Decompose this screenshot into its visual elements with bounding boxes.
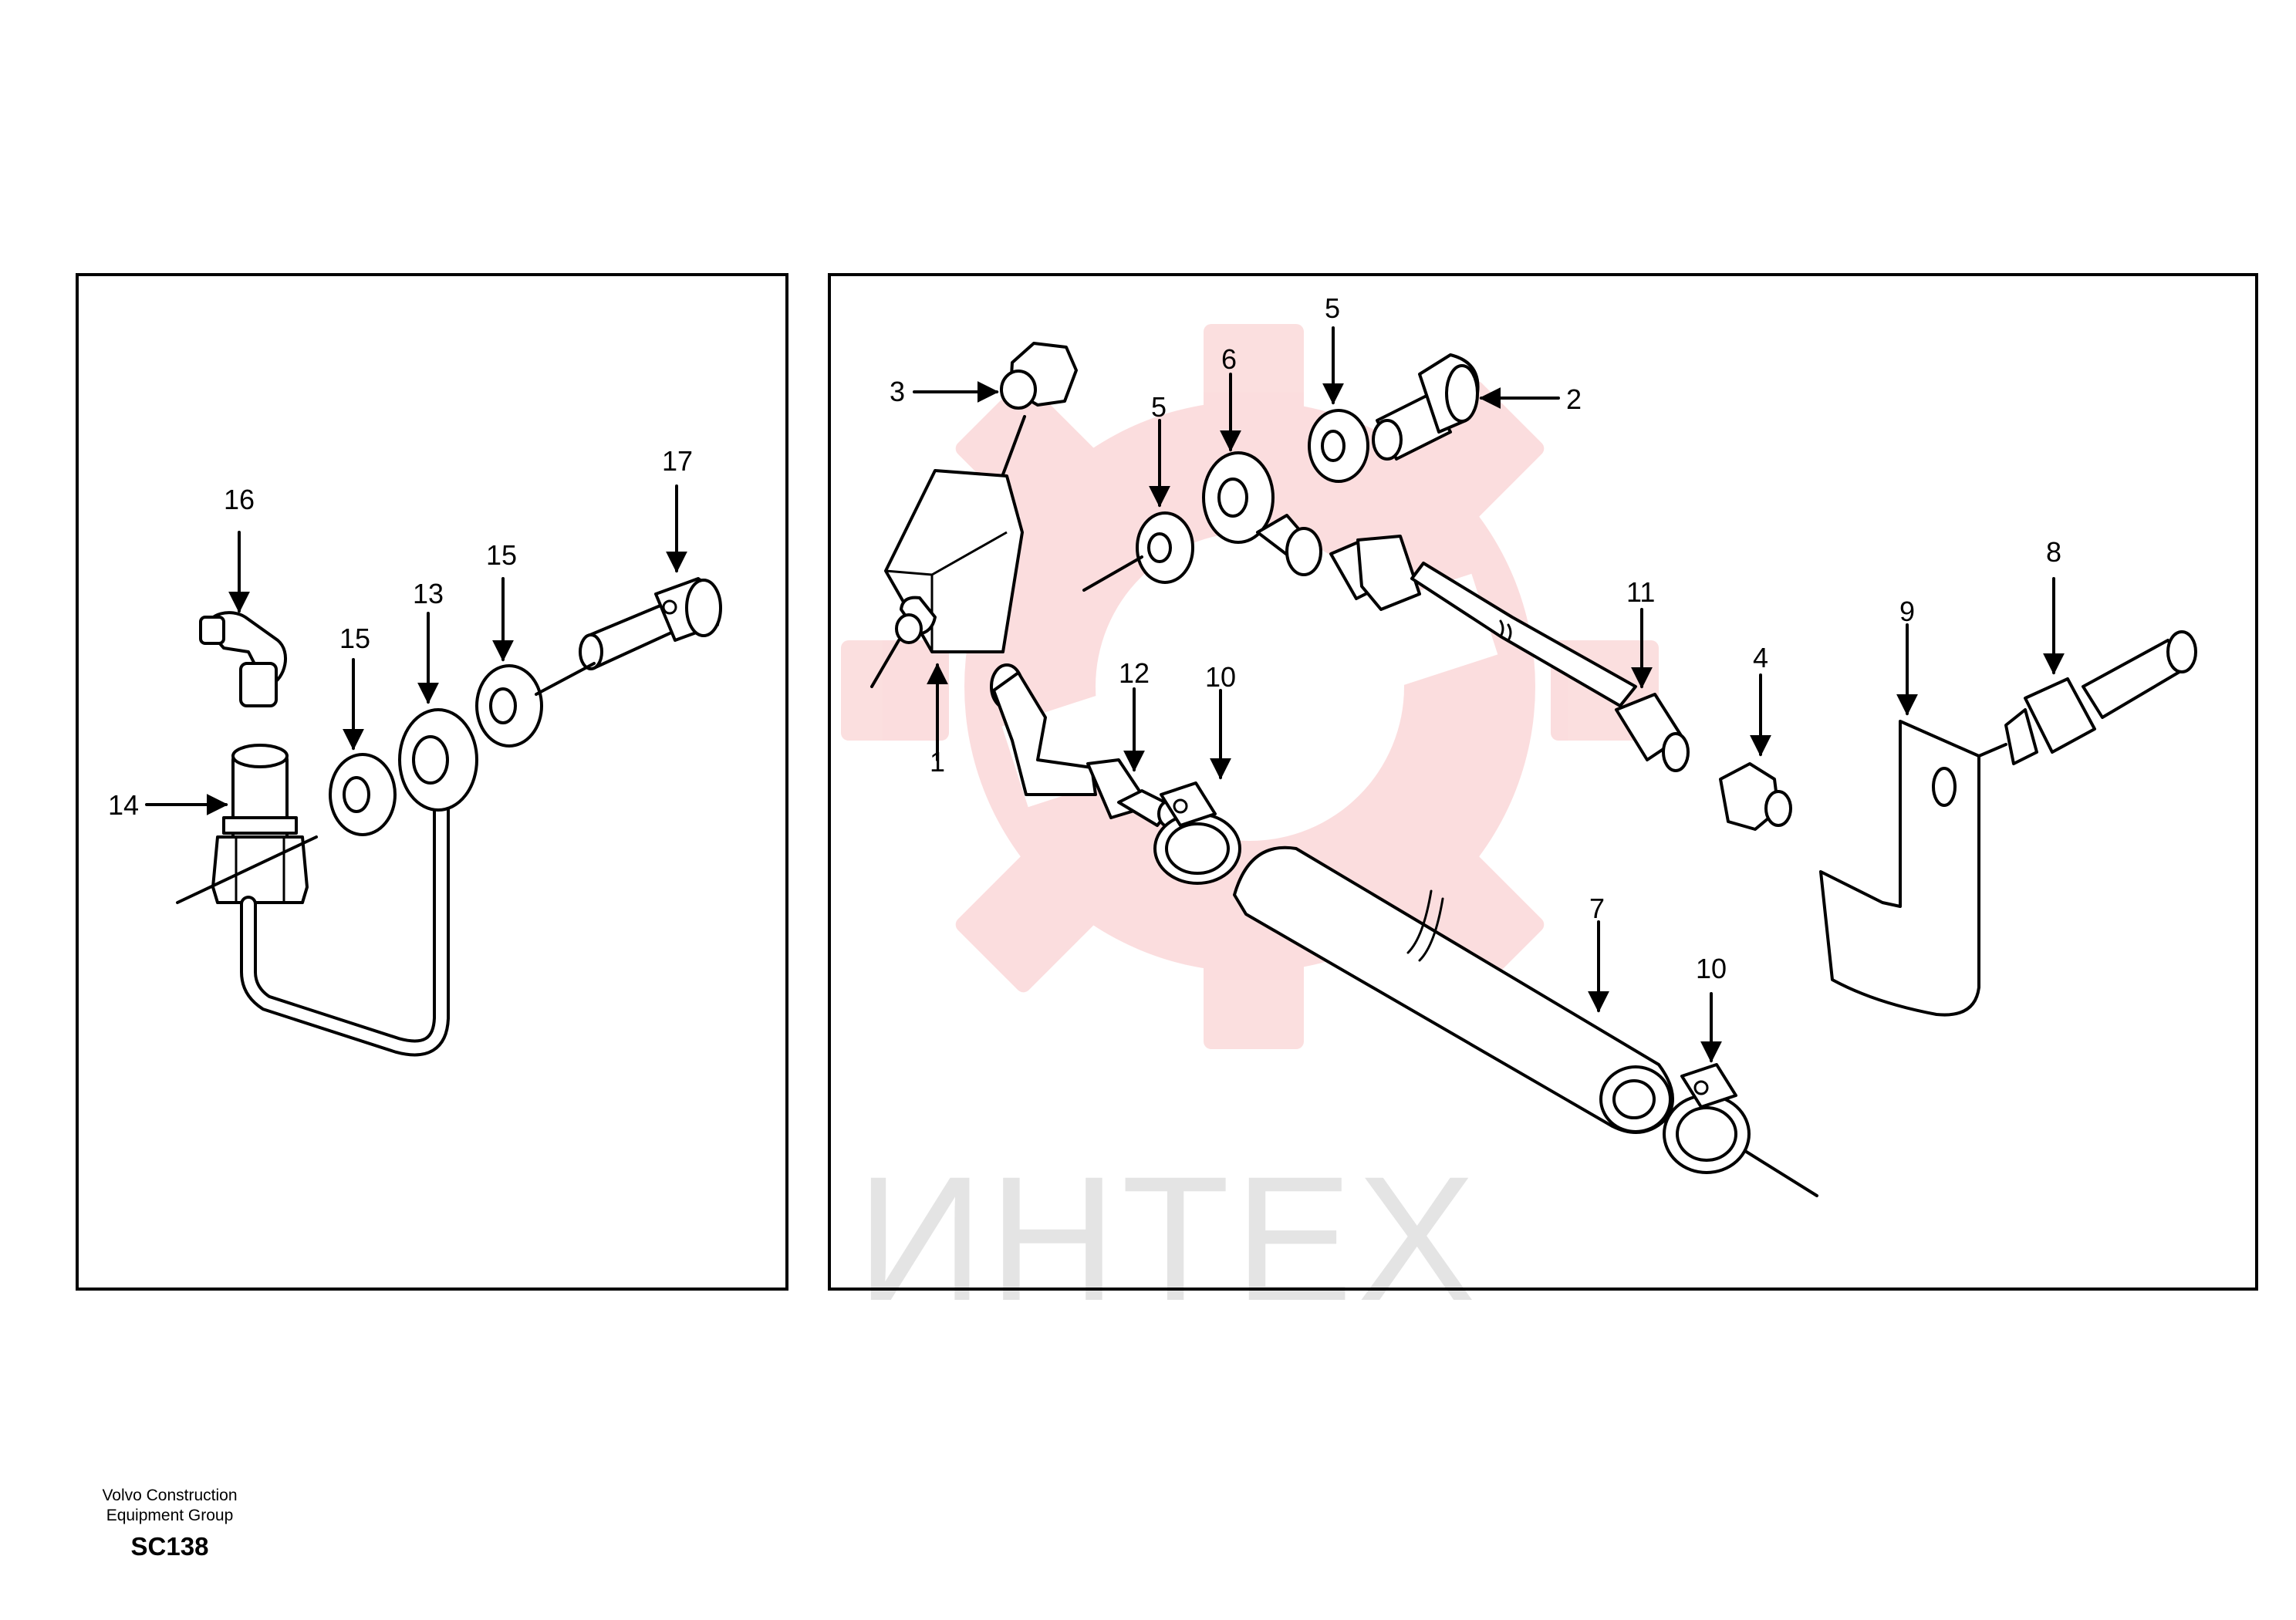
footer-diagram-code: SC138 [130, 1532, 209, 1561]
part-17-banjo-bolt [579, 577, 722, 670]
part-6-banjo-eye [1202, 451, 1322, 576]
part-10b-centerline [1744, 1149, 1818, 1197]
callout-13: 13 [413, 578, 444, 609]
callout-17: 17 [662, 445, 693, 477]
part-8-fitting [2004, 630, 2197, 765]
callout-16: 16 [224, 484, 255, 515]
callout-15b: 15 [486, 539, 517, 571]
callout-8: 8 [2046, 536, 2061, 568]
right-panel-frame [828, 273, 2258, 1291]
part-2-banjo-bolt [1372, 353, 1480, 461]
callout-9: 9 [1899, 596, 1915, 627]
callout-1: 1 [930, 746, 945, 778]
part-5a-centerline [1082, 555, 1143, 592]
part-17-centerline [535, 662, 596, 696]
callout-10b: 10 [1696, 953, 1727, 984]
callout-4: 4 [1753, 642, 1768, 673]
footer-company-line1: Volvo Construction [102, 1487, 238, 1504]
watermark-logo [841, 324, 1659, 1049]
callout-14: 14 [108, 789, 139, 821]
part-11-tube [1329, 535, 1690, 772]
callout-15a: 15 [339, 623, 370, 654]
part-16-elbow-fitting [199, 611, 287, 707]
part-15-washer-left [329, 753, 397, 836]
callout-3: 3 [890, 376, 905, 407]
part-5-washer-a [1136, 511, 1194, 584]
callout-10a: 10 [1205, 661, 1236, 693]
callout-12: 12 [1119, 657, 1150, 689]
callout-6: 6 [1221, 343, 1237, 375]
part-1-centerline-top [1001, 415, 1026, 476]
part-9-bracket [1819, 720, 2007, 1017]
callout-5a: 5 [1151, 391, 1167, 423]
part-4-adapter [1719, 762, 1792, 831]
callout-5b: 5 [1325, 292, 1340, 324]
part-13-pipe-banjo [240, 708, 478, 1057]
part-3-nut [1000, 342, 1078, 410]
part-15-washer-right [475, 664, 543, 748]
footer-company-line2: Equipment Group [106, 1507, 234, 1524]
part-10-clamp-a [1153, 781, 1241, 885]
part-10-clamp-b [1663, 1063, 1751, 1174]
callout-11: 11 [1626, 576, 1655, 608]
left-panel-frame [76, 273, 788, 1291]
footer-block: Volvo Construction Equipment Group SC138 [77, 1486, 262, 1561]
part-5-washer-b [1308, 409, 1369, 483]
part-1-block [884, 469, 1024, 653]
part-1-centerline-bottom [870, 639, 900, 688]
part-7-hose [1233, 845, 1674, 1134]
watermark-text: ИНТЕХ [856, 1139, 1481, 1338]
callout-7: 7 [1589, 893, 1605, 924]
part-14-centerline [176, 835, 318, 904]
callout-2: 2 [1566, 383, 1582, 415]
